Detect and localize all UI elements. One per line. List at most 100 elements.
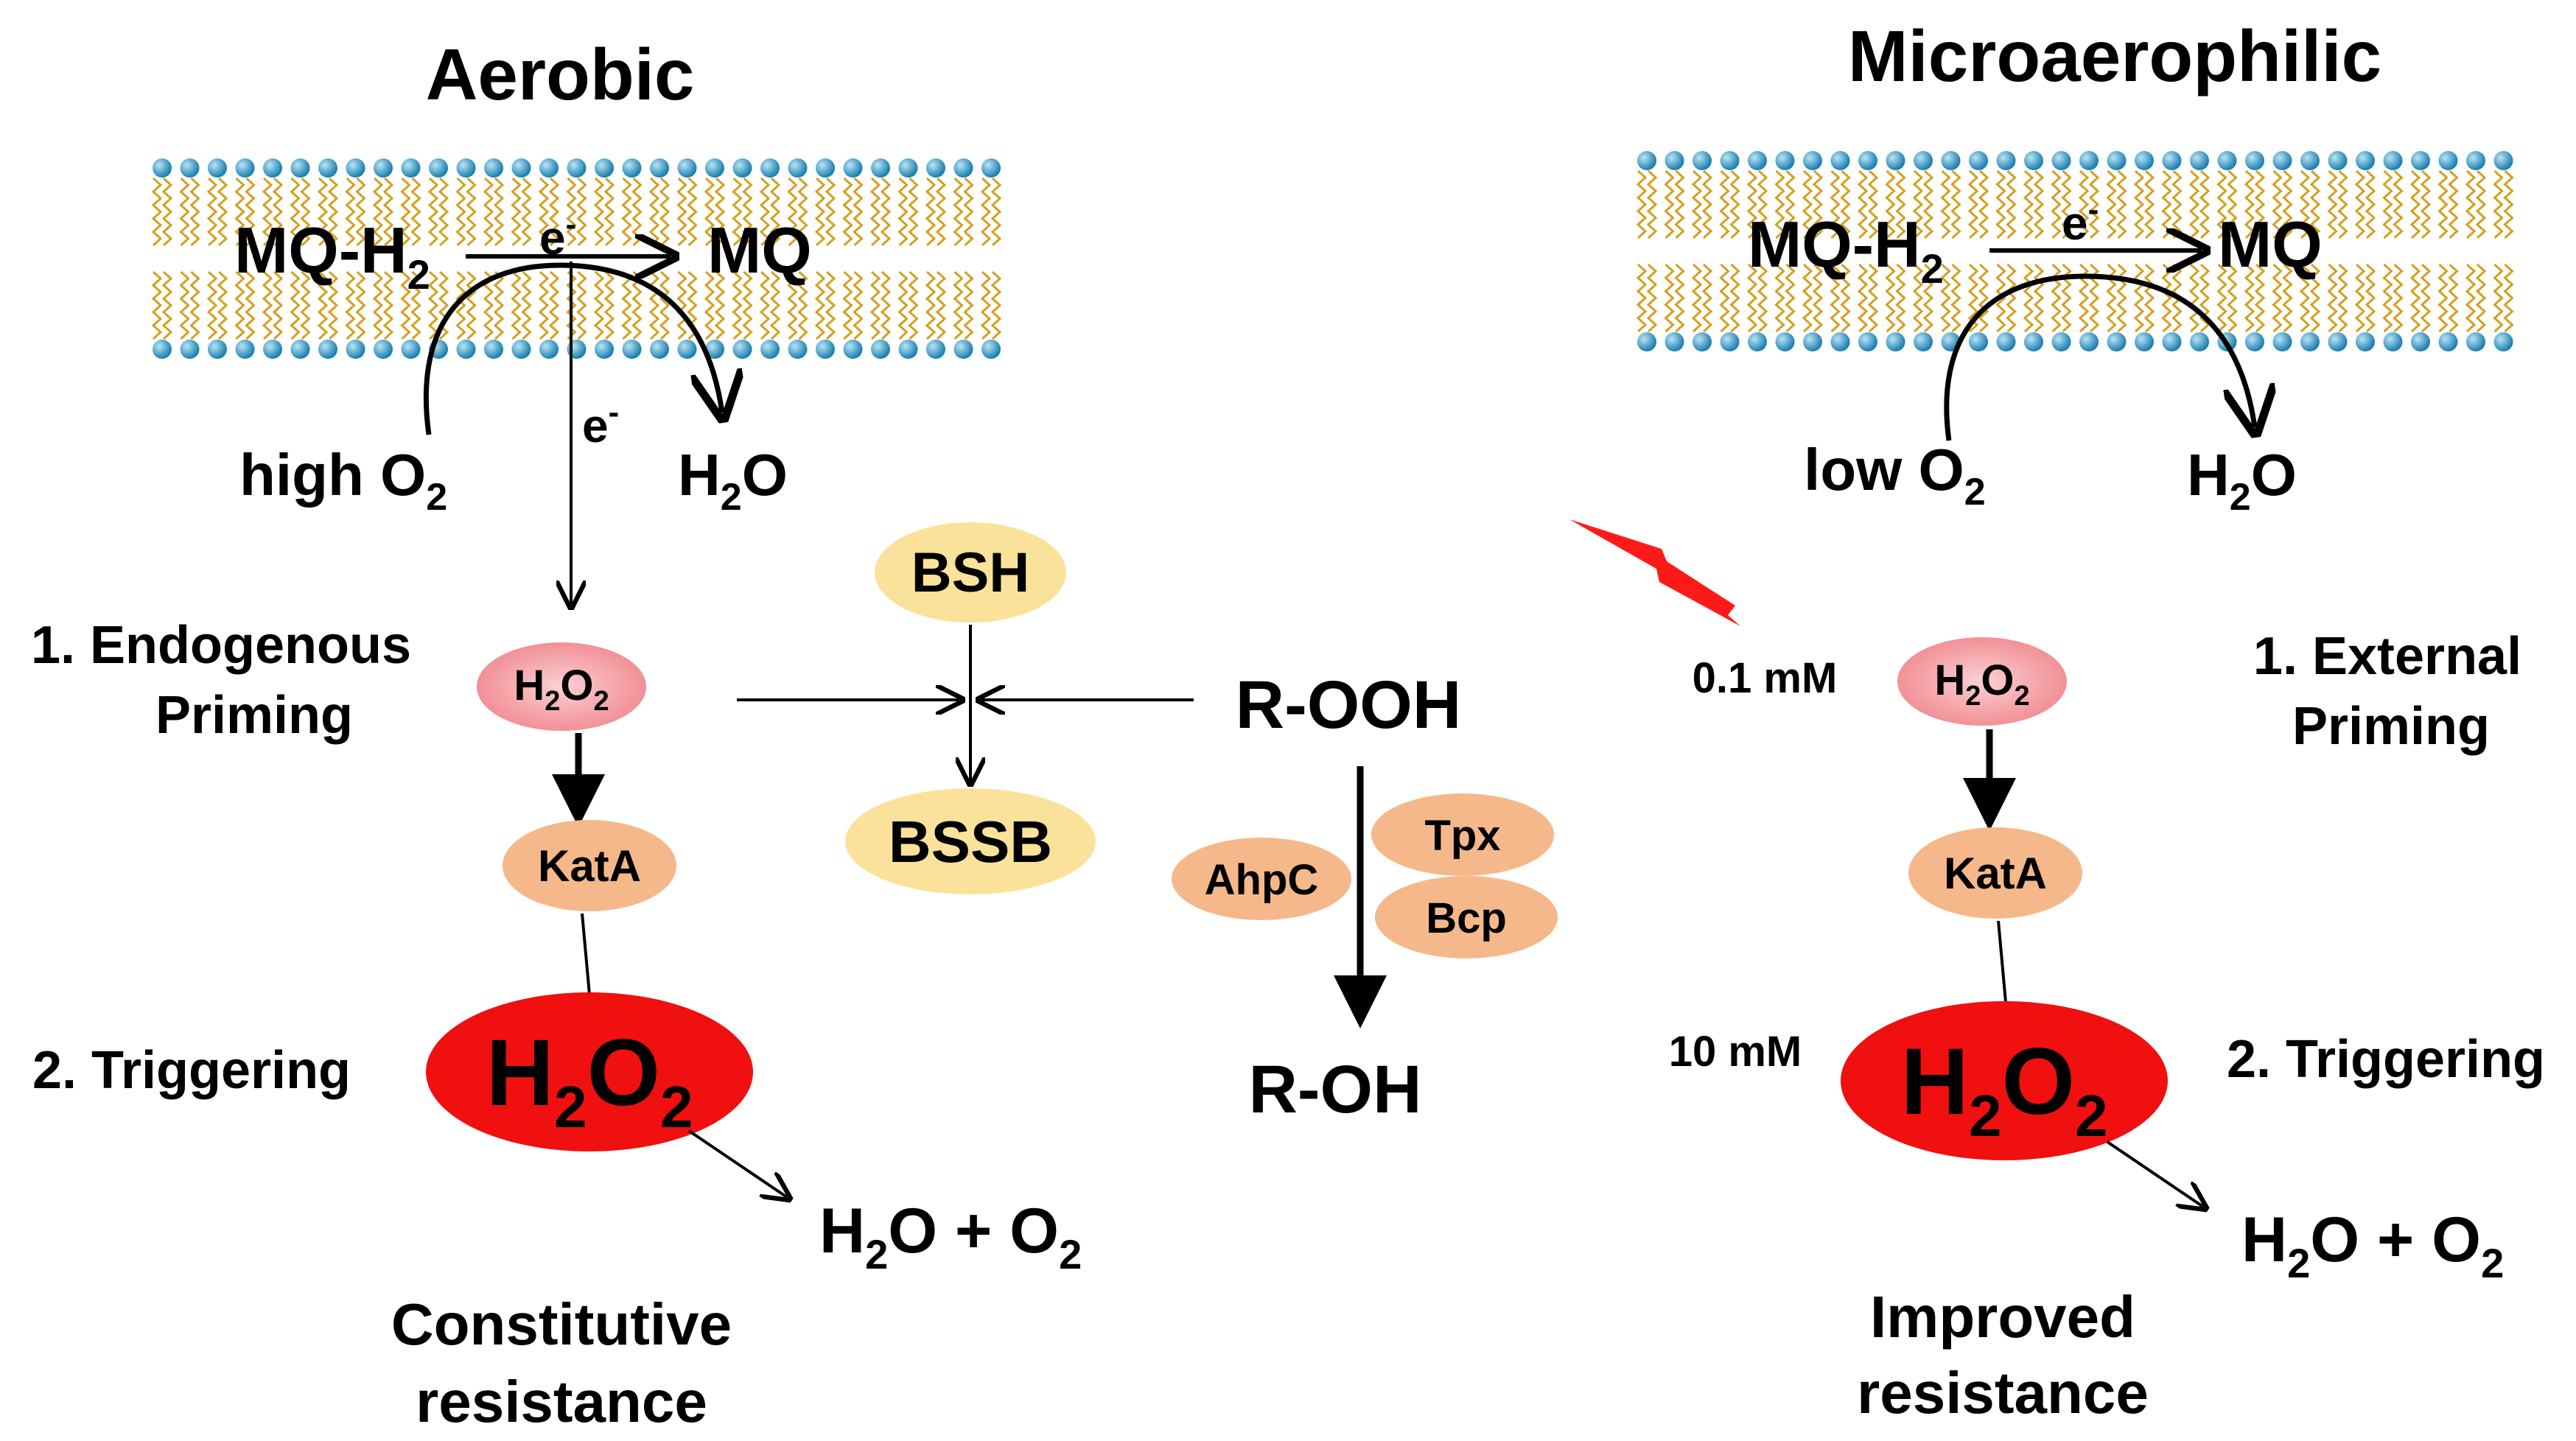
lipid-head bbox=[788, 158, 808, 178]
right-h2o2-big-label: H2O2 bbox=[1901, 1029, 2108, 1149]
lipid-tail bbox=[880, 177, 892, 247]
lipid-head bbox=[2272, 332, 2292, 351]
lipid-tail bbox=[2409, 263, 2421, 333]
lipid-head bbox=[953, 158, 973, 178]
lipid-head bbox=[2438, 151, 2458, 170]
lipid-tail bbox=[262, 270, 273, 340]
lipid-tail bbox=[1912, 169, 1924, 239]
lipid-tail bbox=[1912, 263, 1924, 333]
lipid-head bbox=[760, 340, 780, 359]
lipid-tail bbox=[908, 270, 919, 340]
lipid-tail bbox=[842, 177, 853, 247]
lipid-tail bbox=[300, 177, 311, 247]
lipid-tail bbox=[521, 177, 532, 247]
lipid-head bbox=[1693, 332, 1712, 351]
lipid-tail bbox=[603, 270, 615, 340]
lipid-tail bbox=[1950, 263, 1961, 333]
lipid-tail bbox=[2299, 263, 2311, 333]
lipid-tail bbox=[217, 177, 228, 247]
lipid-tail bbox=[676, 270, 687, 340]
lipid-tail bbox=[1812, 169, 1824, 239]
lipid-head bbox=[871, 158, 890, 178]
lipid-head bbox=[1830, 151, 1850, 170]
lipid-tail bbox=[345, 177, 356, 247]
lipid-head bbox=[401, 158, 421, 178]
lipid-head bbox=[2466, 151, 2485, 170]
lipid-tail bbox=[2282, 263, 2293, 333]
lipid-tail bbox=[1885, 263, 1896, 333]
lipid-head bbox=[1969, 332, 1988, 351]
lipid-tail bbox=[2337, 169, 2348, 239]
lipid-head bbox=[1941, 151, 1961, 170]
left-kata-label: KatA bbox=[538, 841, 641, 891]
lipid-head bbox=[705, 158, 724, 178]
tpx-label: Tpx bbox=[1424, 812, 1500, 860]
lipid-tail bbox=[2161, 169, 2172, 239]
lipid-tail bbox=[1757, 169, 1768, 239]
lipid-tail bbox=[2051, 169, 2062, 239]
lipid-head bbox=[2300, 151, 2320, 170]
lipid-head bbox=[484, 158, 503, 178]
left-step2-label: 2. Triggering bbox=[32, 1041, 351, 1100]
lipid-tail bbox=[1830, 169, 1841, 239]
lipid-tail bbox=[1757, 263, 1768, 333]
bsh-label: BSH bbox=[911, 541, 1029, 604]
lipid-tail bbox=[400, 177, 411, 247]
lipid-tail bbox=[2382, 169, 2393, 239]
lipid-head bbox=[290, 158, 310, 178]
lipid-head bbox=[235, 158, 255, 178]
lipid-tail bbox=[2188, 263, 2200, 333]
lipid-tail bbox=[2465, 263, 2477, 333]
lipid-tail bbox=[797, 177, 808, 247]
lipid-tail bbox=[272, 270, 284, 340]
lipid-tail bbox=[2337, 263, 2348, 333]
lipid-tail bbox=[245, 270, 256, 340]
lipid-tail bbox=[2006, 263, 2017, 333]
lipid-tail bbox=[631, 270, 643, 340]
right-mq-label: MQ bbox=[2218, 208, 2323, 281]
lipid-head bbox=[2438, 332, 2458, 351]
left-electron2-label: e- bbox=[582, 394, 619, 452]
lipid-tail bbox=[234, 270, 245, 340]
lipid-tail bbox=[2061, 169, 2072, 239]
rooh-label: R-OOH bbox=[1236, 667, 1462, 743]
lipid-tail bbox=[438, 177, 449, 247]
lipid-tail bbox=[687, 177, 698, 247]
lipid-tail bbox=[2365, 263, 2376, 333]
lipid-head bbox=[1748, 151, 1767, 170]
lipid-head bbox=[2245, 332, 2264, 351]
right-step1-line1: 1. External bbox=[2253, 627, 2521, 686]
lipid-head bbox=[1720, 151, 1740, 170]
right-water-label: H2O bbox=[2187, 442, 2297, 519]
lipid-head bbox=[1969, 151, 1988, 170]
lipid-head bbox=[1803, 151, 1822, 170]
lipid-head bbox=[1830, 332, 1850, 351]
lipid-tail bbox=[1701, 263, 1713, 333]
lipid-tail bbox=[217, 270, 228, 340]
lipid-tail bbox=[732, 177, 743, 247]
lipid-head bbox=[539, 340, 559, 359]
lipid-tail bbox=[704, 177, 715, 247]
lipid-tail bbox=[2475, 169, 2487, 239]
lipid-head bbox=[705, 340, 724, 359]
lipid-tail bbox=[769, 270, 781, 340]
lipid-head bbox=[1858, 151, 1877, 170]
lipid-tail bbox=[1885, 169, 1896, 239]
lipid-tail bbox=[676, 177, 687, 247]
lipid-head bbox=[2162, 151, 2182, 170]
lipid-head bbox=[1665, 151, 1684, 170]
left-water-label: H2O bbox=[678, 442, 788, 519]
lipid-tail bbox=[1830, 263, 1841, 333]
lipid-tail bbox=[1967, 169, 1979, 239]
lipid-head bbox=[318, 158, 337, 178]
lipid-head bbox=[208, 340, 227, 359]
lipid-tail bbox=[2199, 169, 2211, 239]
lipid-tail bbox=[538, 270, 550, 340]
lipid-tail bbox=[206, 177, 218, 247]
lipid-head bbox=[898, 158, 918, 178]
lipid-head bbox=[153, 340, 172, 359]
lipid-head bbox=[1996, 332, 2016, 351]
lipid-head bbox=[2411, 332, 2430, 351]
lipid-tail bbox=[2244, 263, 2255, 333]
lipid-tail bbox=[2133, 169, 2145, 239]
